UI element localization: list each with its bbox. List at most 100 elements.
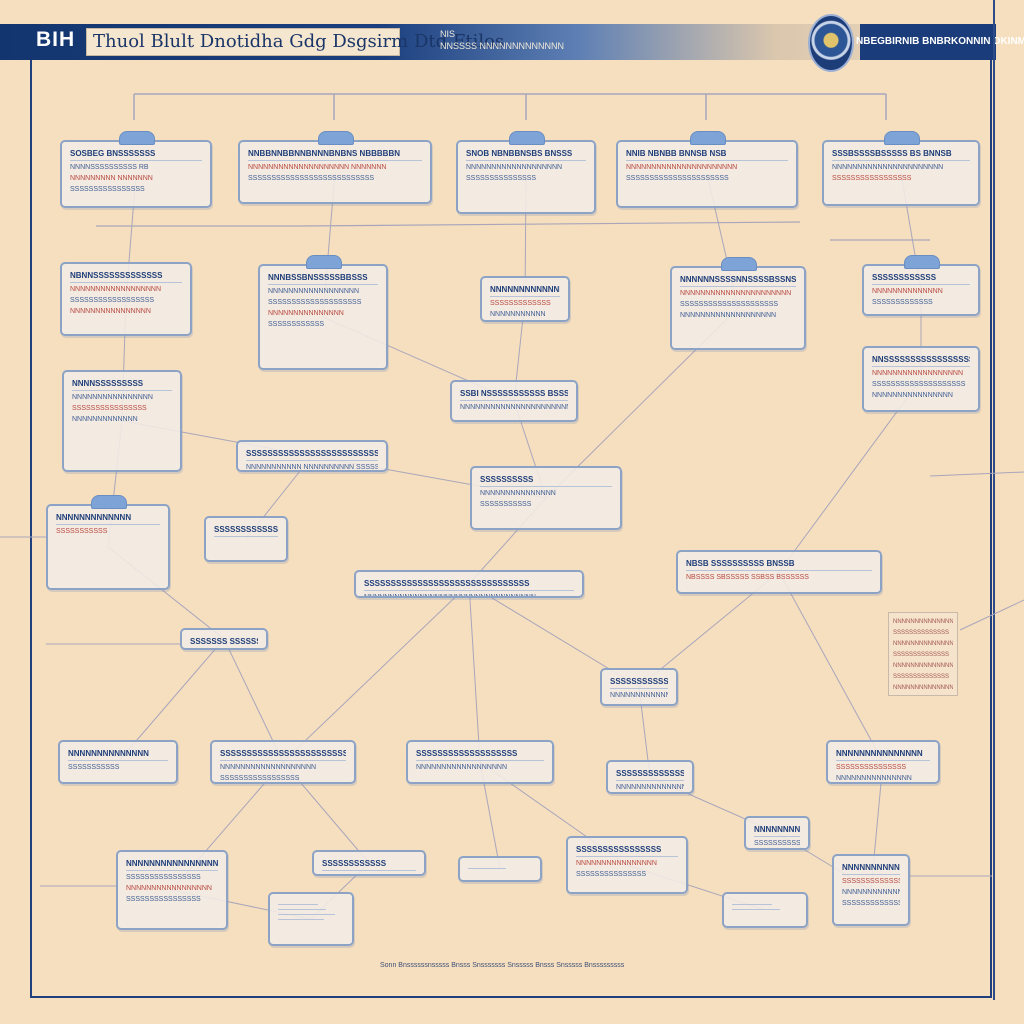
node-placeholder-line — [278, 914, 335, 915]
node-line: SSSSSSSSSSSSSSSSS — [220, 775, 300, 782]
node-title: NNNNNNNNNNNNNN — [68, 749, 149, 758]
node-line: NNNNNNNNNNNNNNNNNNNNNN — [832, 164, 944, 171]
node-line: SSSSSSSSSSSSSSS — [836, 764, 907, 771]
node-divider — [626, 160, 788, 161]
diagram-node[interactable]: SSSSSSSSSSSSSSS — [204, 516, 288, 562]
node-divider — [70, 160, 202, 161]
leader-line — [929, 471, 1024, 477]
node-title: SSSSSSSSSSSSSSSSSSS — [416, 749, 518, 758]
diagram-frame — [30, 60, 992, 998]
node-divider — [872, 284, 970, 285]
node-line: NNNNNNNNNNNNNNNNNNNNNNNN — [460, 404, 568, 411]
diagram-node-blank[interactable] — [458, 856, 542, 882]
node-line: SSSSSSSSSSSSSSSS — [70, 186, 145, 193]
diagram-node[interactable]: NNNNNNNNNNNNNN SSSSSSSSSSS — [58, 740, 178, 784]
connector-line — [468, 583, 481, 763]
node-line: SSSSSSSSSSSSSSSSSSSSSSSSSSS — [248, 175, 375, 182]
node-line: NBSSSS SBSSSSS SSBSS BSSSSSS — [686, 574, 809, 581]
node-line: SSSSSSSSSSSSS — [872, 299, 933, 306]
side-note-line: SSSSSSSSSSSSSS — [893, 674, 950, 680]
node-title: SSSSSSSSSSSS — [872, 273, 937, 282]
node-title: NNNNNNNNNNNNN — [56, 513, 132, 522]
node-title: NNNNNNNNNNNNNNNN — [126, 859, 218, 868]
node-title: SSSSSSSSSSSSSSSSSSSSSS — [610, 677, 668, 686]
node-divider — [68, 760, 168, 761]
node-placeholder-line — [278, 904, 318, 905]
node-divider — [322, 870, 416, 871]
node-line: SSSSSSSSSS — [754, 840, 800, 847]
connector-line — [778, 571, 884, 763]
node-title: NBNNSSSSSSSSSSSSS — [70, 271, 163, 280]
node-line: SSSSSSSSSSSSS — [490, 300, 551, 307]
node-divider — [872, 366, 970, 367]
diagram-node[interactable]: SSSSSSSSSSSSSSSSSSSSSS NNNNNNNNNNNNNNNNNN… — [600, 668, 678, 706]
title-plate: Thuol Blult Dnotidha Gdg Dsgsirm Dtd Fti… — [86, 28, 504, 56]
bus-line — [299, 221, 801, 227]
node-divider — [460, 400, 568, 401]
node-divider — [248, 160, 422, 161]
node-divider — [842, 874, 900, 875]
node-divider — [832, 160, 970, 161]
header-bar: BIH Thuol Blult Dnotidha Gdg Dsgsirm Dtd… — [0, 14, 1024, 72]
node-line: NNNNNNNNNNNNNNNN — [872, 392, 953, 399]
diagram-node[interactable]: NNNNNNNNNNNNNSSSSSSSSSSSSSNNNNNNNNNNNNNS… — [832, 854, 910, 926]
node-line: NNNNNNNNN NNNNNNN — [70, 175, 153, 182]
node-line: NNNNNNNNNNNNNNNNNNNN — [610, 692, 668, 699]
node-divider — [836, 760, 930, 761]
node-placeholder-line — [278, 909, 327, 910]
node-divider — [754, 836, 800, 837]
node-line: NNNNSSSSSSSSSS RB — [70, 164, 149, 171]
node-line: NNNNNNNNNNNNNNNN — [70, 308, 151, 315]
diagram-node-blank[interactable] — [722, 892, 808, 928]
node-divider — [126, 870, 218, 871]
node-line: NNNNNNNNNNNNNNNNNNNNNN — [680, 290, 792, 297]
node-line: NNNNNNNNNNNNNNNNNNN — [466, 164, 563, 171]
node-placeholder-line — [468, 868, 507, 869]
diagram-node[interactable]: SSBI NSSSSSSSSSSS BSSSS NNNNNNNNNNNNNNNNN… — [450, 380, 578, 422]
node-title: SSBI NSSSSSSSSSSS BSSSS — [460, 389, 568, 398]
node-tab-icon — [509, 131, 545, 145]
node-tab-icon — [91, 495, 127, 509]
node-title: NNBBNNBBNNBNNNBNBNS NBBBBBN — [248, 149, 400, 158]
node-tab-icon — [690, 131, 726, 145]
node-title: SSSSSSSSSS — [480, 475, 534, 484]
node-line: SSSSSSSSSSSSSSSSSSSS — [872, 381, 966, 388]
node-line: NNNNNNNNNNNNNNNNNN — [872, 370, 963, 377]
side-note-line: NNNNNNNNNNNNNN — [893, 685, 953, 691]
node-line: SSSSSSSSSSS — [68, 764, 120, 771]
node-line: NNNNNNNNNNNN — [322, 872, 416, 874]
node-line: SSSSSSSSSSSSSSSS — [126, 896, 201, 903]
node-title: SSSSSSSSSSSSSSSSSSSSSSSSS — [246, 449, 378, 458]
node-divider — [686, 570, 872, 571]
diagram-node-blank[interactable] — [268, 892, 354, 946]
node-line: NNNNNNNNNNNNNNN — [480, 490, 556, 497]
node-line: SSSSSSSSSSSSSSSSSSSSSS — [626, 175, 729, 182]
node-line: NNNNNNNNNNNNNNNNNNN — [680, 312, 777, 319]
